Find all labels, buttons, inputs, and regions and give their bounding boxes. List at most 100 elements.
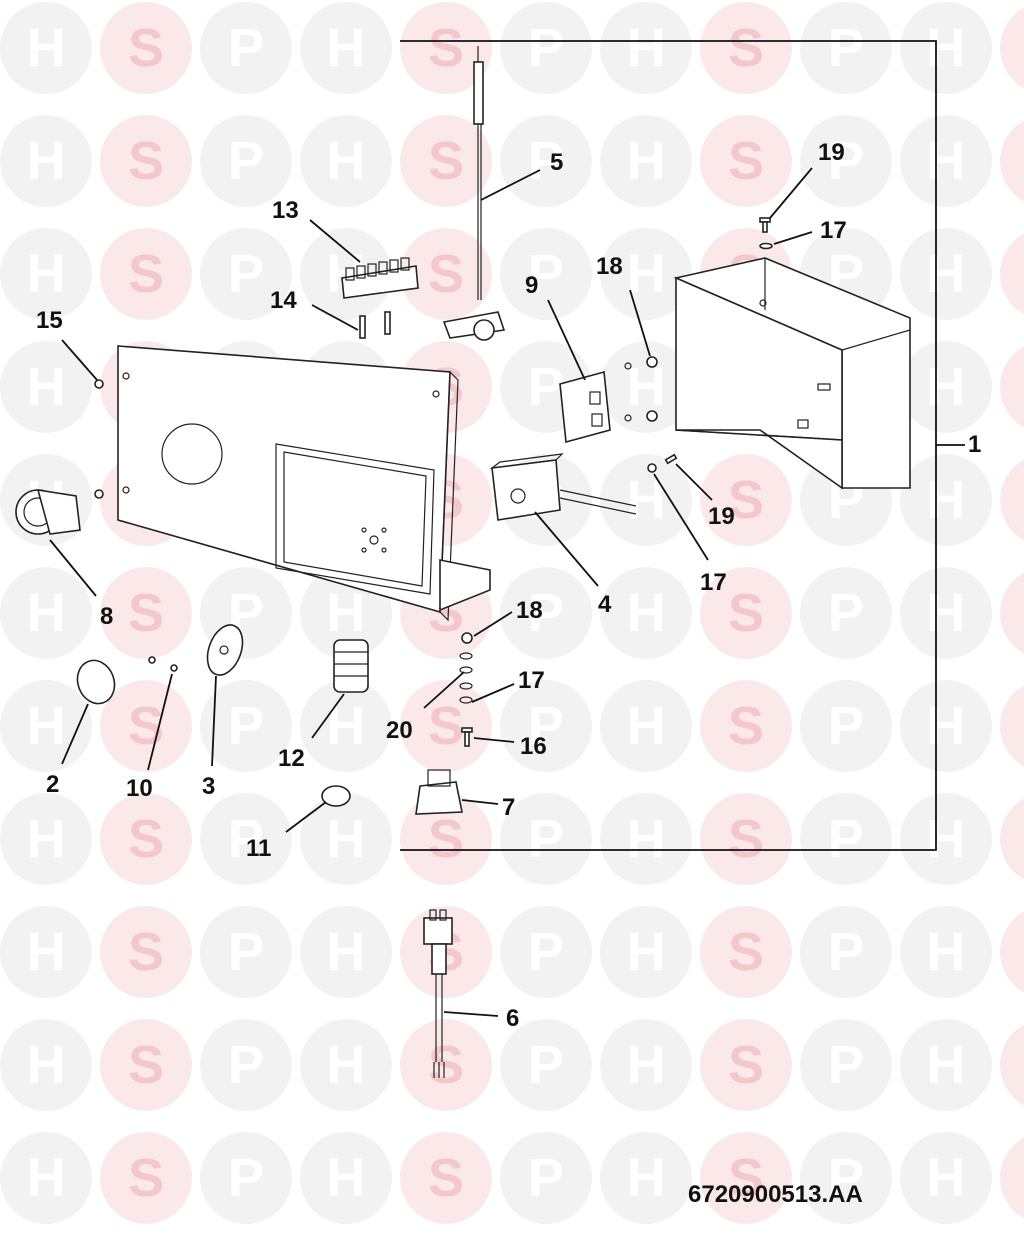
watermark-circle [1000,1024,1024,1106]
watermark-letter: P [828,131,864,191]
watermark-circle [900,341,992,433]
watermark-letter: H [327,922,366,982]
watermark-circle [400,115,492,207]
watermark-circle [600,793,692,885]
watermark-letter: H [627,244,666,304]
callout-9: 9 [525,272,538,299]
watermark-letter: H [927,809,966,869]
watermark-circle [900,1019,992,1111]
callout-11: 11 [246,835,271,862]
leader-6 [443,1011,499,1017]
part-18-nuts [624,289,658,422]
watermark-letter: S [728,696,764,756]
callout-10: 10 [126,775,153,802]
watermark-circle [900,454,992,546]
leader-8 [49,539,97,597]
watermark-circle [600,2,692,94]
watermark-circle [200,1132,292,1224]
watermark-letter: H [927,244,966,304]
part-1-cover-box [673,257,911,490]
watermark-circle [1000,7,1024,89]
watermark-circle [900,680,992,772]
watermark-circle [900,906,992,998]
leader-10 [147,673,173,771]
leader-17c [471,683,515,703]
watermark-circle [300,1132,392,1224]
watermark-letter: H [27,131,66,191]
watermark-letter: S [128,696,164,756]
part-15-screw [61,339,104,499]
drawing-code: 6720900513.AA [688,1181,863,1208]
leader-3 [211,675,217,767]
watermark-letter: S [428,18,464,78]
leader-5 [480,169,541,201]
watermark-letter: H [327,696,366,756]
callout-1: 1 [968,431,981,458]
watermark-circle [600,454,692,546]
watermark-letter: P [528,922,564,982]
watermark-circle [1000,459,1024,541]
watermark-circle [700,906,792,998]
watermark-letter: P [228,1148,264,1208]
watermark-letter: H [27,1148,66,1208]
watermark-letter: H [327,583,366,643]
watermark-circle [700,454,792,546]
watermark-circle [800,1132,892,1224]
watermark-circle [1000,685,1024,767]
watermark-letter: P [828,1148,864,1208]
watermark-circle [200,2,292,94]
watermark-circle [600,341,692,433]
watermark-circle [0,341,92,433]
watermark-letter: P [828,18,864,78]
part-11-clip [285,785,351,833]
watermark-circle [500,680,592,772]
watermark-circle [1000,120,1024,202]
leader-20 [423,671,465,709]
leader-19b [675,463,713,501]
watermark-letter: S [728,470,764,530]
part-12-cable-gland [311,639,369,739]
watermark-circle [700,1132,792,1224]
part-7-switch [415,769,499,815]
watermark-letter: P [528,1148,564,1208]
watermark-letter: H [927,357,966,417]
watermark-circle [1000,233,1024,315]
callout-17c: 17 [518,667,545,694]
watermark-letter: S [428,1148,464,1208]
part-6-harness [423,909,499,1078]
watermark-circle [1000,572,1024,654]
watermark-letter: H [627,131,666,191]
watermark-circle [900,2,992,94]
watermark-circle [600,1019,692,1111]
watermark-letter: H [927,131,966,191]
watermark-circle [900,567,992,659]
watermark-circle [500,567,592,659]
watermark-circle [200,228,292,320]
watermark-circle [500,1019,592,1111]
watermark-circle [800,906,892,998]
watermark-circle [300,680,392,772]
watermark-circle [0,115,92,207]
leader-11 [285,801,327,833]
watermark-circle [0,1132,92,1224]
leader-4 [534,511,599,587]
watermark-circle [900,793,992,885]
watermark-circle [500,906,592,998]
watermark-letter: H [927,1035,966,1095]
watermark-circle [800,793,892,885]
leader-9 [547,299,586,381]
watermark-letter: H [627,18,666,78]
part-9-module [547,299,611,444]
watermark-letter: P [828,1035,864,1095]
part-2-cap [61,659,116,765]
part-5-sensor-probe [442,46,541,341]
watermark-letter: S [428,244,464,304]
watermark-letter: P [228,809,264,869]
watermark-circle [700,680,792,772]
leader-16 [473,737,515,743]
callout-17a: 17 [820,217,847,244]
watermark-letter: P [828,809,864,869]
watermark-letter: S [428,1035,464,1095]
leader-14 [311,304,359,331]
